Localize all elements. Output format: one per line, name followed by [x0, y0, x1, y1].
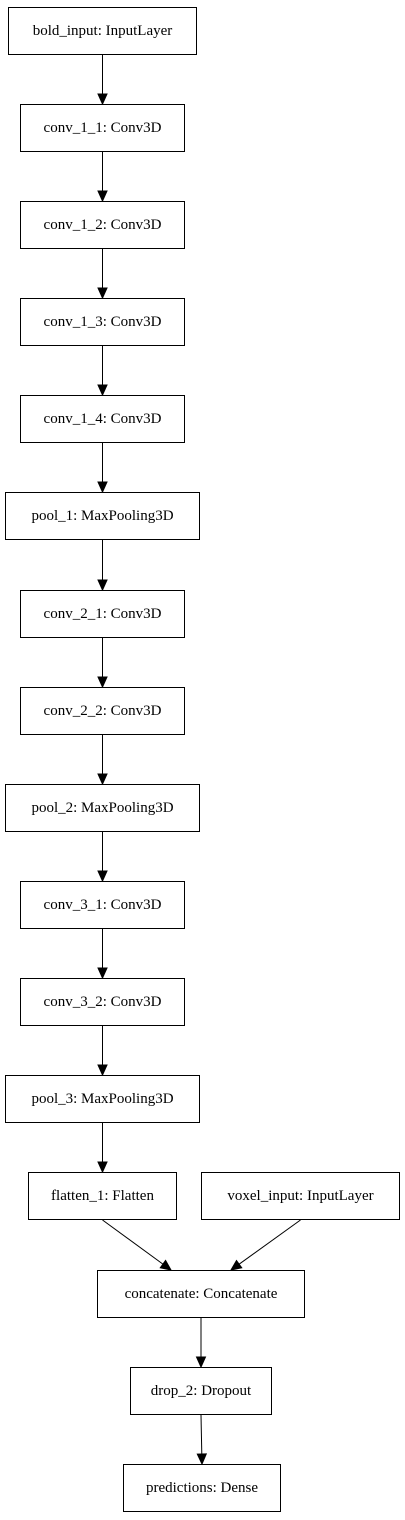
node-pool-3: pool_3: MaxPooling3D	[5, 1075, 200, 1123]
arrowhead-bold_input-to-conv_1_1	[97, 93, 108, 106]
arrowhead-voxel_input-to-concatenate	[230, 1259, 243, 1271]
arrowhead-conv_2_2-to-pool_2	[97, 773, 108, 786]
arrowhead-concatenate-to-drop_2	[195, 1356, 207, 1369]
node-conv-3-2: conv_3_2: Conv3D	[20, 978, 185, 1026]
node-conv-1-3: conv_1_3: Conv3D	[20, 298, 185, 346]
arrowhead-conv_1_4-to-pool_1	[97, 481, 108, 494]
arrowhead-drop_2-to-predictions	[196, 1453, 208, 1466]
arrowhead-conv_3_2-to-pool_3	[97, 1064, 108, 1077]
arrowhead-flatten_1-to-concatenate	[159, 1259, 172, 1271]
arrowhead-conv_1_3-to-conv_1_4	[97, 384, 108, 397]
arrowhead-pool_3-to-flatten_1	[97, 1161, 108, 1174]
arrowhead-conv_2_1-to-conv_2_2	[97, 676, 108, 689]
node-pool-1: pool_1: MaxPooling3D	[5, 492, 200, 540]
node-conv-2-2: conv_2_2: Conv3D	[20, 687, 185, 735]
arrowhead-pool_1-to-conv_2_1	[97, 579, 108, 592]
edge-drop_2-to-predictions	[200, 1414, 203, 1455]
node-conv-2-1: conv_2_1: Conv3D	[20, 590, 185, 638]
edge-voxel_input-to-concatenate	[238, 1219, 301, 1265]
node-conv-3-1: conv_3_1: Conv3D	[20, 881, 185, 929]
node-conv-1-4: conv_1_4: Conv3D	[20, 395, 185, 443]
node-concatenate: concatenate: Concatenate	[97, 1270, 305, 1318]
node-conv-1-2: conv_1_2: Conv3D	[20, 201, 185, 249]
arrowhead-conv_1_2-to-conv_1_3	[97, 287, 108, 300]
node-predictions: predictions: Dense	[123, 1464, 281, 1512]
node-bold-input: bold_input: InputLayer	[8, 7, 197, 55]
node-conv-1-1: conv_1_1: Conv3D	[20, 104, 185, 152]
node-drop-2: drop_2: Dropout	[130, 1367, 272, 1415]
arrowhead-pool_2-to-conv_3_1	[97, 870, 108, 883]
node-voxel-input: voxel_input: InputLayer	[201, 1172, 400, 1220]
arrowhead-conv_1_1-to-conv_1_2	[97, 190, 108, 203]
node-pool-2: pool_2: MaxPooling3D	[5, 784, 200, 832]
edge-flatten_1-to-concatenate	[102, 1219, 164, 1265]
arrowhead-conv_3_1-to-conv_3_2	[97, 967, 108, 980]
node-flatten-1: flatten_1: Flatten	[28, 1172, 177, 1220]
